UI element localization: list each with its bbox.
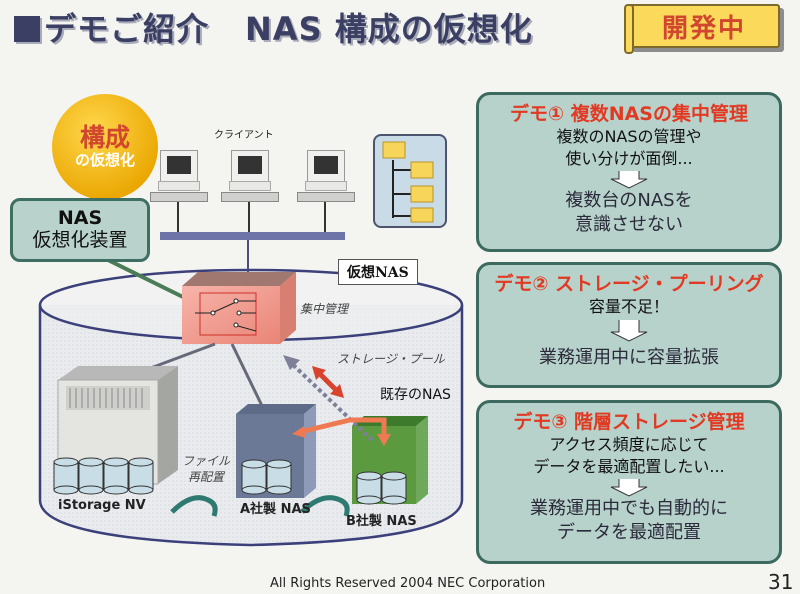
file-relocation-label: ファイル 再配置	[182, 454, 231, 484]
device-label-nas-a: A社製 NAS	[240, 502, 311, 517]
client-computer-icon	[297, 150, 355, 210]
network-bus	[160, 232, 345, 240]
demo-solution: 業務運用中でも自動的に データを最適配置	[530, 498, 728, 543]
diagram-canvas	[38, 200, 464, 547]
device-label-istorage: iStorage NV	[58, 498, 146, 513]
demo-solution: 業務運用中に容量拡張	[539, 346, 719, 368]
demo-problem: 容量不足！	[588, 297, 669, 316]
title-main: NAS 構成の仮想化	[245, 10, 533, 48]
nas-virtualizer-label: NAS 仮想化装置	[10, 198, 150, 262]
down-arrow-icon	[609, 319, 649, 342]
virtual-nas-label: 仮想NAS	[338, 259, 418, 285]
client-computer-icon	[150, 150, 208, 210]
demo-panel-3: デモ③ 階層ストレージ管理 アクセス頻度に応じて データを最適配置したい... …	[476, 400, 782, 564]
client-computer-icon	[221, 150, 279, 210]
demo-heading: デモ③ 階層ストレージ管理	[513, 411, 745, 433]
existing-nas-label: 既存のNAS	[380, 387, 451, 403]
demo-heading: デモ② ストレージ・プーリング	[494, 273, 764, 295]
demo-panel-1: デモ① 複数NASの集中管理 複数のNASの管理や 使い分けが面倒... 複数台…	[476, 92, 782, 252]
folder-tree-icon	[373, 134, 447, 228]
demo-problem: アクセス頻度に応じて データを最適配置したい...	[533, 435, 725, 476]
copyright: All Rights Reserved 2004 NEC Corporation	[270, 576, 546, 591]
storage-pool-label: ストレージ・プール	[337, 352, 445, 366]
status-banner: 開発中	[624, 4, 780, 54]
title-prefix: デモご紹介	[44, 10, 210, 48]
page-title: デモご紹介 NAS 構成の仮想化	[14, 4, 533, 50]
demo-solution: 複数台のNASを 意識させない	[565, 190, 693, 235]
central-management-label: 集中管理	[300, 302, 349, 316]
page-number: 31	[768, 570, 794, 594]
storage-pool-arrow	[288, 360, 374, 442]
device-label-nas-b: B社製 NAS	[346, 514, 417, 529]
relocation-arrow-1	[170, 495, 218, 517]
demo-panel-2: デモ② ストレージ・プーリング 容量不足！ 業務運用中に容量拡張	[476, 262, 782, 388]
virtualization-badge: 構成 の仮想化	[52, 94, 158, 200]
demo-problem: 複数のNASの管理や 使い分けが面倒...	[556, 127, 702, 168]
client-label: クライアント	[214, 130, 274, 141]
central-switch-box	[182, 286, 280, 344]
down-arrow-icon	[609, 479, 649, 497]
bullet-square-icon	[14, 16, 40, 42]
down-arrow-icon	[609, 171, 649, 189]
demo-heading: デモ① 複数NASの集中管理	[510, 103, 748, 125]
